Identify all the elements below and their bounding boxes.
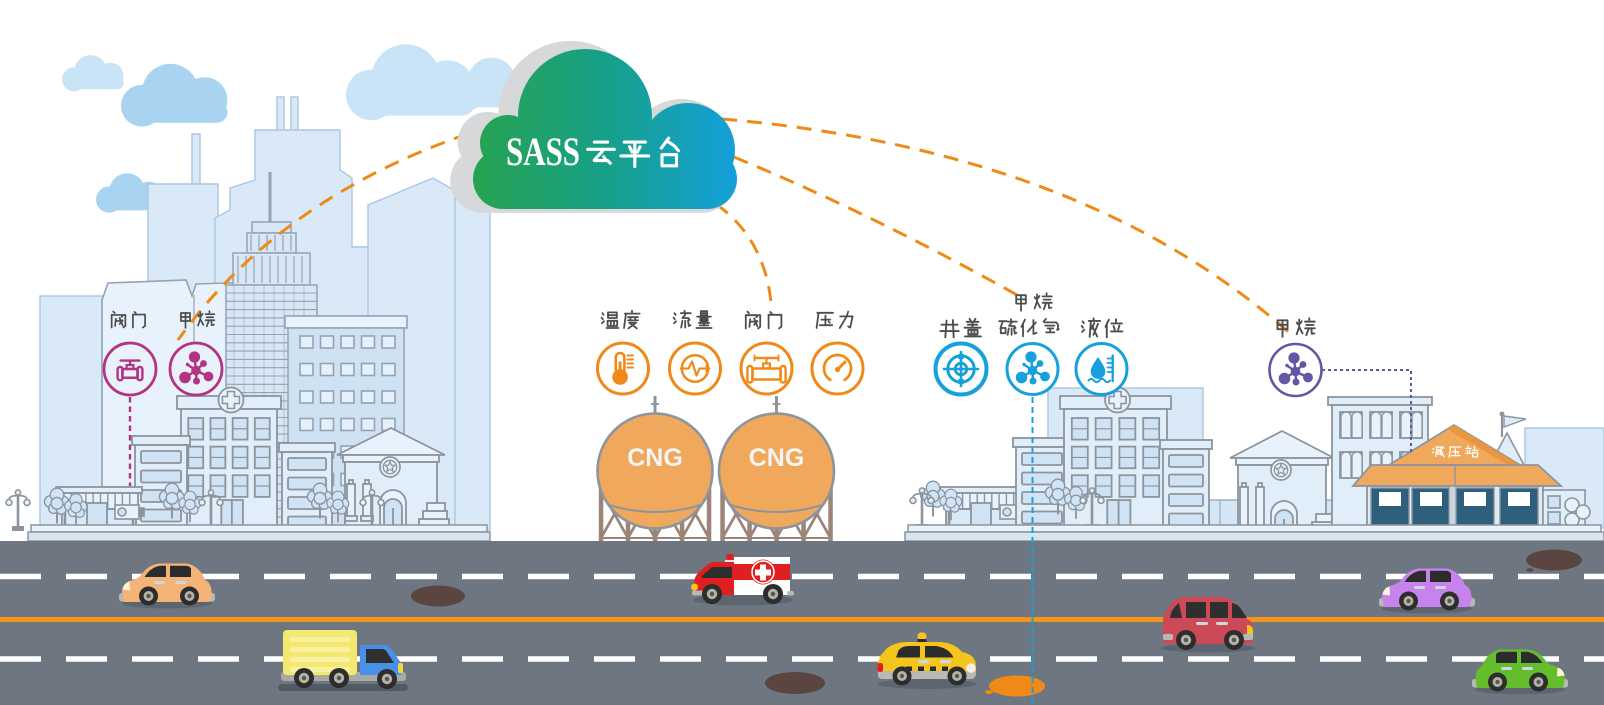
svg-text:SASS: SASS [506, 129, 580, 174]
svg-text:CNG: CNG [627, 444, 683, 472]
svg-text:CNG: CNG [749, 444, 805, 472]
